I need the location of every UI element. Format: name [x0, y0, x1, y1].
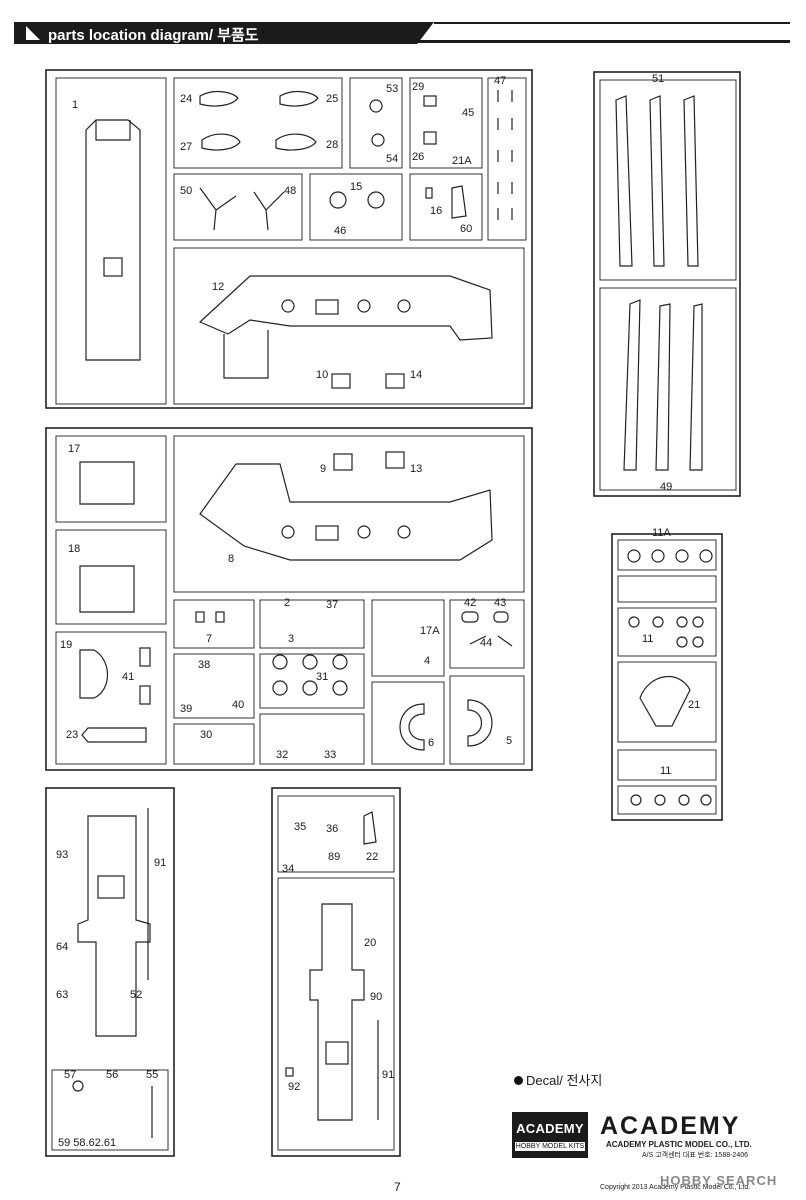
part-label: 64	[56, 941, 68, 953]
part-label: 2	[284, 597, 290, 609]
part-label: 29	[412, 81, 424, 93]
part-label: 55	[146, 1069, 158, 1081]
part-label: 44	[480, 637, 492, 649]
part-label: 21A	[452, 155, 472, 167]
part-label: 5	[506, 735, 512, 747]
part-label: 33	[324, 749, 336, 761]
part-label: 7	[206, 633, 212, 645]
watermark: HOBBY SEARCH	[660, 1173, 778, 1188]
sprue-frame-rotor	[593, 71, 741, 497]
part-label: 60	[460, 223, 472, 235]
part-label: 3	[288, 633, 294, 645]
academy-brand: ACADEMY	[600, 1112, 741, 1140]
part-label: 12	[212, 281, 224, 293]
part-label: 23	[66, 729, 78, 741]
part-label: 53	[386, 83, 398, 95]
part-label: 30	[200, 729, 212, 741]
part-label: 91	[154, 857, 166, 869]
sprue-frame-middle	[45, 427, 533, 771]
part-label: 20	[364, 937, 376, 949]
part-label: 90	[370, 991, 382, 1003]
part-label: 24	[180, 93, 192, 105]
part-label: 63	[56, 989, 68, 1001]
logo-box-subtitle: HOBBY MODEL KITS	[515, 1142, 585, 1151]
part-label: 8	[228, 553, 234, 565]
part-label: 11	[660, 765, 671, 777]
part-label: 31	[316, 671, 328, 683]
part-label: 32	[276, 749, 288, 761]
part-label: 59 58.62.61	[58, 1137, 116, 1149]
logo-box-title: ACADEMY	[516, 1121, 584, 1136]
part-label: 26	[412, 151, 424, 163]
part-label: 14	[410, 369, 422, 381]
part-label: 35	[294, 821, 306, 833]
header-tab	[14, 22, 434, 44]
part-label: 51	[652, 73, 664, 85]
page-number: 7	[394, 1180, 401, 1194]
copyright: Copyright 2013 Academy Plastic Model Co.…	[600, 1184, 751, 1191]
part-label: 45	[462, 107, 474, 119]
part-label: 22	[366, 851, 378, 863]
part-label: 52	[130, 989, 142, 1001]
part-label: 39	[180, 703, 192, 715]
part-label: 54	[386, 153, 398, 165]
part-label: 9	[320, 463, 326, 475]
part-label: 38	[198, 659, 210, 671]
sprue-frame-bottom-middle	[271, 787, 401, 1157]
part-label: 48	[284, 185, 296, 197]
section-header: parts location diagram/ 부품도	[14, 22, 790, 44]
section-title: parts location diagram/ 부품도	[48, 27, 259, 44]
part-label: 21	[688, 699, 700, 711]
part-label: 43	[494, 597, 506, 609]
part-labels: 1 24 25 27 28 53 54 29 45 26 21A 47 50 4…	[56, 73, 700, 1149]
part-label: 40	[232, 699, 244, 711]
part-label: 25	[326, 93, 338, 105]
sprue-frame-top	[45, 69, 533, 409]
part-label: 50	[180, 185, 192, 197]
part-label: 18	[68, 543, 80, 555]
part-label: 36	[326, 823, 338, 835]
decal-note: Decal/ 전사지	[514, 1070, 602, 1089]
as-contact: A/S 고객센터 대표 번호: 1588-2406	[642, 1152, 749, 1159]
bullet-icon	[514, 1076, 523, 1085]
part-label: 4	[424, 655, 430, 667]
part-label: 93	[56, 849, 68, 861]
part-label: 15	[350, 181, 362, 193]
part-label: 17A	[420, 625, 440, 637]
part-label: 91	[382, 1069, 394, 1081]
part-label: 57	[64, 1069, 76, 1081]
part-label: 41	[122, 671, 134, 683]
part-label: 6	[428, 737, 434, 749]
part-label: 56	[106, 1069, 118, 1081]
sprue-frame-canopy	[611, 533, 723, 821]
part-label: 92	[288, 1081, 300, 1093]
academy-logo-box: ACADEMY HOBBY MODEL KITS	[512, 1112, 588, 1158]
part-label: 11	[642, 633, 653, 645]
part-label: 34	[282, 863, 294, 875]
company-name: ACADEMY PLASTIC MODEL CO., LTD.	[606, 1140, 752, 1149]
part-label: 17	[68, 443, 80, 455]
decal-text: Decal/ 전사지	[526, 1073, 603, 1088]
header-triangle-icon	[26, 26, 40, 40]
part-label: 89	[328, 851, 340, 863]
part-label: 47	[494, 75, 506, 87]
part-label: 28	[326, 139, 338, 151]
part-label: 37	[326, 599, 338, 611]
part-label: 10	[316, 369, 328, 381]
header-rule-top	[434, 22, 790, 24]
header-rule	[414, 40, 790, 43]
part-label: 1	[72, 99, 78, 111]
part-label: 42	[464, 597, 476, 609]
part-label: 16	[430, 205, 442, 217]
sprue-frame-bottom-left	[45, 787, 175, 1157]
part-label: 27	[180, 141, 192, 153]
part-label: 13	[410, 463, 422, 475]
part-label: 19	[60, 639, 72, 651]
part-label: 49	[660, 481, 672, 493]
part-label: 46	[334, 225, 346, 237]
part-label: 11A	[652, 527, 671, 539]
